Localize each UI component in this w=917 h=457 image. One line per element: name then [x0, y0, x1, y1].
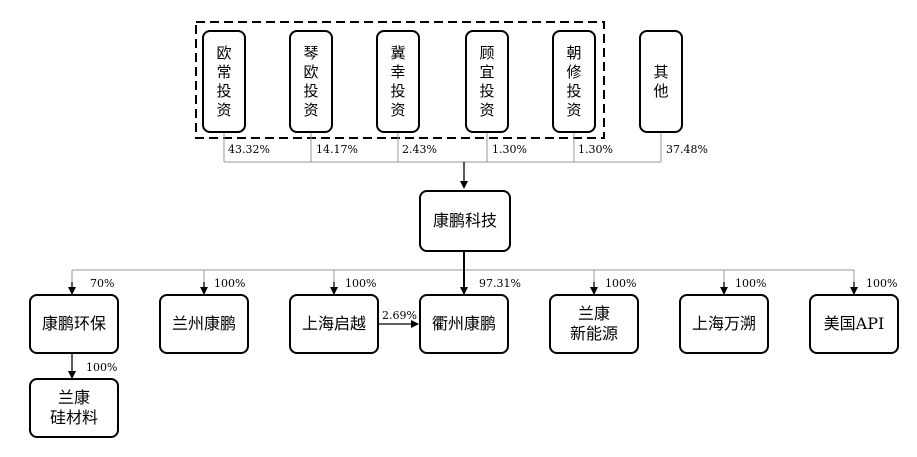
pct-ouchang: 43.32%	[228, 143, 270, 156]
subsidiary-kangpeng-huanbao: 康鹏环保	[29, 294, 119, 354]
pct-quzhou-kangpeng: 97.31%	[479, 277, 521, 290]
shareholder-qinou: 琴欧投资	[289, 30, 333, 133]
pct-guyi: 1.30%	[492, 143, 527, 156]
shareholder-guyi: 顾宜投资	[465, 30, 509, 133]
pct-qinou: 14.17%	[316, 143, 358, 156]
pct-lanzhou-kangpeng: 100%	[214, 277, 246, 290]
shareholder-other: 其他	[639, 30, 683, 133]
controlling-group-frame	[195, 21, 605, 139]
shareholder-jixing: 冀幸投资	[376, 30, 420, 133]
pct-kangpeng-huanbao: 70%	[90, 277, 115, 290]
subsidiary-lankang-guicailiao: 兰康硅材料	[29, 378, 119, 438]
pct-shanghai-wanshuo: 100%	[735, 277, 767, 290]
subsidiary-quzhou-kangpeng: 衢州康鹏	[419, 294, 509, 354]
pct-lankang-xinnengyuan: 100%	[605, 277, 637, 290]
pct-shanghai-qiyue: 100%	[345, 277, 377, 290]
subsidiary-meiguo-api: 美国API	[809, 294, 899, 354]
pct-meiguo-api: 100%	[866, 277, 898, 290]
company-kangpeng-tech: 康鹏科技	[419, 190, 511, 252]
pct-cross-holding: 2.69%	[382, 309, 417, 322]
subsidiary-shanghai-qiyue: 上海启越	[289, 294, 379, 354]
shareholder-ouchang: 欧常投资	[202, 30, 246, 133]
pct-chaoxiu: 1.30%	[578, 143, 613, 156]
subsidiary-shanghai-wanshuo: 上海万溯	[679, 294, 769, 354]
subsidiary-lankang-xinnengyuan: 兰康新能源	[549, 294, 639, 354]
pct-lankang-guicailiao: 100%	[86, 361, 118, 374]
pct-other: 37.48%	[666, 143, 708, 156]
subsidiary-lanzhou-kangpeng: 兰州康鹏	[159, 294, 249, 354]
pct-jixing: 2.43%	[402, 143, 437, 156]
shareholder-chaoxiu: 朝修投资	[552, 30, 596, 133]
